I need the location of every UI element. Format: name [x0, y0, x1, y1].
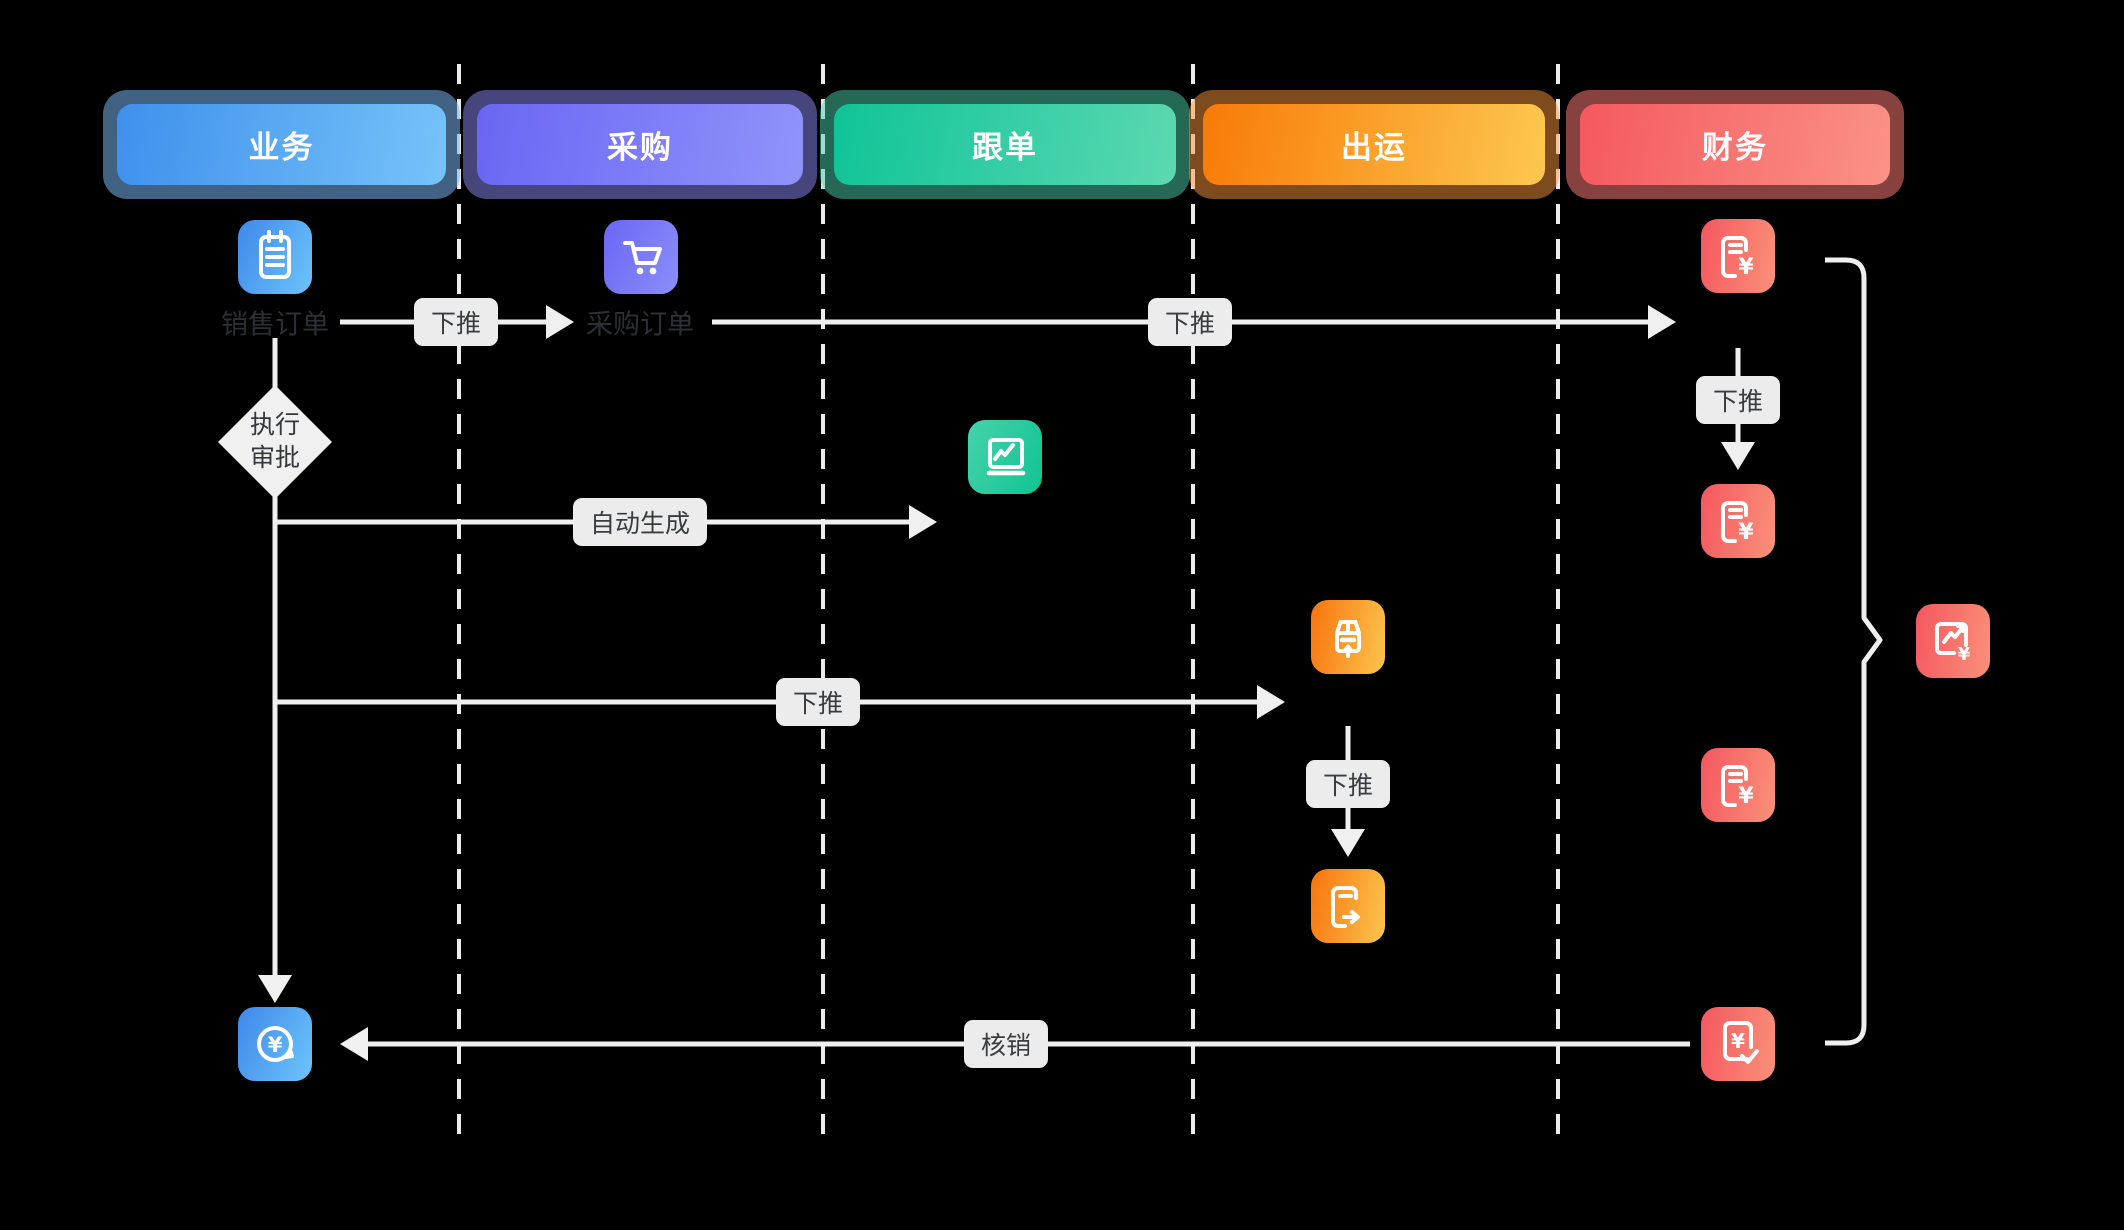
- svg-text:¥: ¥: [1731, 1029, 1745, 1053]
- purchase-order-label: 采购订单: [586, 309, 694, 341]
- lane-header-label: 业务: [117, 104, 446, 185]
- sales-order-node: [238, 220, 312, 294]
- document-export-icon: [1331, 886, 1360, 928]
- finance-doc-node-2: ¥: [1701, 484, 1775, 558]
- lane-header-finance: 财务: [1566, 90, 1904, 199]
- sales-order-label: 销售订单: [221, 309, 329, 341]
- package-box-icon: [1335, 620, 1361, 658]
- lane-divider-lines: [457, 64, 1560, 1136]
- approval-label-line1: 执行: [249, 410, 300, 439]
- summary-brace: [1825, 257, 1883, 1046]
- invoice-yen-icon: ¥: [1721, 765, 1754, 809]
- finance-doc-node-1: ¥: [1701, 219, 1775, 293]
- shopping-cart-icon: [623, 241, 662, 275]
- svg-text:¥: ¥: [1738, 255, 1754, 280]
- approval-label-line2: 审批: [249, 443, 300, 472]
- lane-header-procurement: 采购: [463, 90, 817, 199]
- clipboard-icon: [259, 230, 291, 279]
- business-money-node: ¥: [238, 1007, 312, 1081]
- svg-text:¥: ¥: [268, 1033, 283, 1057]
- lane-header-label: 出运: [1203, 104, 1545, 185]
- followup-board-node: [968, 420, 1042, 494]
- lane-header-label: 财务: [1580, 104, 1890, 185]
- approval-diamond-label: 执行 审批: [215, 408, 335, 474]
- lane-header-shipping: 出运: [1189, 90, 1559, 199]
- edge-label-push-to-purchase: 下推: [413, 298, 499, 346]
- svg-text:¥: ¥: [1958, 644, 1971, 665]
- edge-label-push-finance-down: 下推: [1695, 376, 1781, 424]
- lane-header-label: 跟单: [834, 104, 1176, 185]
- trend-chart-yen-icon: ¥: [1935, 622, 1971, 665]
- svg-text:¥: ¥: [1738, 520, 1754, 545]
- edge-label-write-off: 核销: [963, 1020, 1049, 1068]
- chart-monitor-icon: [986, 438, 1026, 476]
- shipping-doc-node: [1311, 869, 1385, 943]
- edge-label-push-to-shipping: 下推: [775, 678, 861, 726]
- lane-header-merchandising: 跟单: [820, 90, 1190, 199]
- edge-label-push-to-finance: 下推: [1147, 298, 1233, 346]
- finance-receipt-node: ¥: [1701, 1007, 1775, 1081]
- yen-circle-icon: ¥: [257, 1026, 294, 1062]
- profit-summary-node: ¥: [1916, 604, 1990, 678]
- approval-diamond-shape: [218, 385, 332, 499]
- edge-label-push-shipping-down: 下推: [1305, 760, 1391, 808]
- edge-label-auto-generate: 自动生成: [572, 498, 708, 546]
- finance-doc-node-3: ¥: [1701, 748, 1775, 822]
- invoice-yen-icon: ¥: [1721, 501, 1754, 545]
- lane-header-business: 业务: [103, 90, 460, 199]
- receipt-yen-check-icon: ¥: [1723, 1021, 1759, 1064]
- shipping-box-node: [1311, 600, 1385, 674]
- svg-text:¥: ¥: [1738, 784, 1754, 809]
- purchase-order-node: [604, 220, 678, 294]
- lane-header-label: 采购: [477, 104, 803, 185]
- arrow-heads: [258, 305, 1755, 1061]
- invoice-yen-icon: ¥: [1721, 236, 1754, 280]
